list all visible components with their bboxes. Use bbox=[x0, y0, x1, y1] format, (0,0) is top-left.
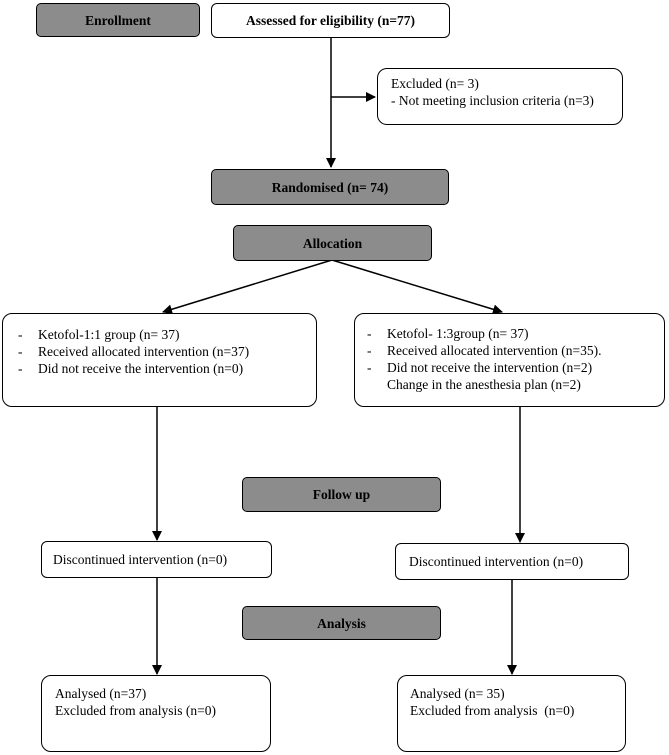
group1-line-2: -Received allocated intervention (n=37) bbox=[18, 344, 250, 359]
analysis-text: Analysis bbox=[317, 615, 366, 631]
analysed-left-box: Analysed (n=37) Excluded from analysis (… bbox=[41, 675, 271, 752]
discontinued-right-box: Discontinued intervention (n=0) bbox=[395, 543, 629, 580]
randomised-label: Randomised (n= 74) bbox=[211, 169, 449, 205]
allocation-text: Allocation bbox=[302, 235, 363, 251]
group1-box: -Ketofol-1:1 group (n= 37) -Received all… bbox=[2, 313, 317, 407]
discontinued-left-text: Discontinued intervention (n=0) bbox=[53, 552, 228, 567]
group1-line-3: -Did not receive the intervention (n=0) bbox=[18, 361, 244, 376]
enrollment-text: Enrollment bbox=[85, 12, 151, 28]
analysed-right-box: Analysed (n= 35) Excluded from analysis … bbox=[397, 675, 626, 752]
discontinued-left-box: Discontinued intervention (n=0) bbox=[41, 541, 272, 578]
group2-box: -Ketofol- 1:3group (n= 37) -Received all… bbox=[354, 313, 665, 407]
group1-line-1: -Ketofol-1:1 group (n= 37) bbox=[18, 327, 180, 342]
excluded-title: Excluded (n= 3) bbox=[391, 76, 479, 91]
allocation-label: Allocation bbox=[233, 225, 432, 261]
randomised-text: Randomised (n= 74) bbox=[271, 179, 389, 195]
group2-line-3: -Did not receive the intervention (n=2) bbox=[367, 360, 593, 375]
group2-subline: Change in the anesthesia plan (n=2) bbox=[387, 377, 581, 392]
discontinued-right-text: Discontinued intervention (n=0) bbox=[409, 554, 584, 569]
analysed-right-line-1: Analysed (n= 35) bbox=[410, 686, 505, 701]
group2-line-1: -Ketofol- 1:3group (n= 37) bbox=[367, 326, 529, 341]
follow-up-text: Follow up bbox=[312, 487, 371, 502]
arrow-allocation-to-group2 bbox=[331, 259, 503, 315]
enrollment-label: Enrollment bbox=[36, 3, 200, 37]
arrow-allocation-to-group1 bbox=[162, 259, 333, 315]
excluded-box: Excluded (n= 3) - Not meeting inclusion … bbox=[377, 68, 623, 125]
analysed-left-line-2: Excluded from analysis (n=0) bbox=[55, 703, 216, 718]
analysed-right-line-2: Excluded from analysis (n=0) bbox=[410, 703, 575, 718]
analysis-label: Analysis bbox=[242, 606, 441, 640]
analysed-left-line-1: Analysed (n=37) bbox=[55, 686, 147, 701]
assessed-box: Assessed for eligibility (n=77) bbox=[211, 3, 450, 38]
group2-line-2: -Received allocated intervention (n=35). bbox=[367, 343, 602, 358]
assessed-text: Assessed for eligibility (n=77) bbox=[245, 13, 416, 28]
follow-up-label: Follow up bbox=[242, 477, 441, 512]
excluded-reason: - Not meeting inclusion criteria (n=3) bbox=[391, 93, 594, 108]
